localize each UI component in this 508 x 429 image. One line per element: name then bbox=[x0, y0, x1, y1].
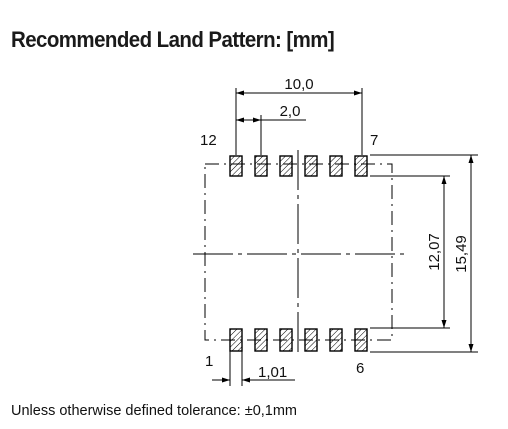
dimension-pitch: 2,0 bbox=[236, 103, 306, 155]
bottom-pad-3 bbox=[279, 328, 293, 352]
pin-label-6: 6 bbox=[356, 360, 364, 377]
bottom-pad-2 bbox=[254, 328, 268, 352]
top-pad-3 bbox=[279, 155, 293, 177]
top-pad-row bbox=[229, 155, 368, 177]
dimension-overall-span: 10,0 bbox=[235, 76, 363, 155]
dimension-outer-rows-label: 15,49 bbox=[453, 235, 470, 273]
bottom-pad-5 bbox=[329, 328, 343, 352]
bottom-pad-4 bbox=[304, 328, 318, 352]
dimension-pitch-label: 2,0 bbox=[280, 103, 301, 120]
pin-label-1: 1 bbox=[205, 353, 213, 370]
bottom-pad-1 bbox=[229, 328, 243, 352]
top-pad-2 bbox=[254, 155, 268, 177]
pin-label-7: 7 bbox=[370, 132, 378, 149]
dimension-overall-span-label: 10,0 bbox=[284, 76, 313, 93]
top-pad-5 bbox=[329, 155, 343, 177]
dimension-outer-rows: 15,49 bbox=[370, 154, 478, 353]
bottom-pad-row bbox=[229, 328, 368, 352]
dimension-inner-rows: 12,07 bbox=[370, 175, 450, 329]
dimension-pad-width-label: 1,01 bbox=[258, 364, 287, 381]
bottom-pad-6 bbox=[354, 328, 368, 352]
tolerance-note: Unless otherwise defined tolerance: ±0,1… bbox=[11, 403, 298, 419]
dimension-pad-width: 1,01 bbox=[212, 345, 295, 386]
dimension-inner-rows-label: 12,07 bbox=[426, 233, 443, 271]
page-title: Recommended Land Pattern: [mm] bbox=[11, 27, 335, 52]
top-pad-1 bbox=[229, 155, 243, 177]
component-outline bbox=[204, 163, 393, 341]
pin-label-12: 12 bbox=[200, 132, 217, 149]
top-pad-6 bbox=[354, 155, 368, 177]
top-pad-4 bbox=[304, 155, 318, 177]
